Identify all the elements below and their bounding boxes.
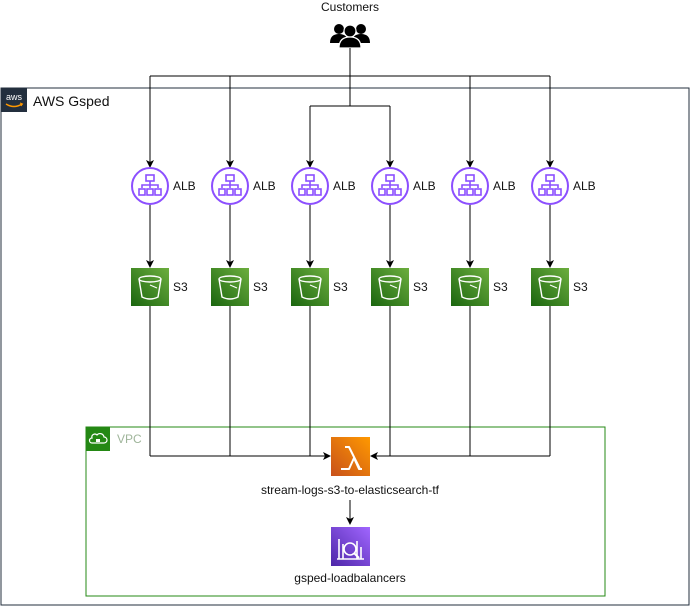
customers-label: Customers xyxy=(321,0,379,14)
s3-bucket-icon xyxy=(451,268,489,306)
s3-bucket-icon xyxy=(531,268,569,306)
s3-nodes: S3 S3 S3 S3 S3 S3 xyxy=(131,268,588,306)
s3-bucket-icon xyxy=(291,268,329,306)
elasticsearch-label: gsped-loadbalancers xyxy=(294,571,405,585)
s3-label: S3 xyxy=(173,280,188,294)
alb-node[interactable]: ALB xyxy=(371,167,436,205)
aws-group-label: AWS Gsped xyxy=(33,93,110,109)
load-balancer-icon xyxy=(131,167,169,205)
alb-label: ALB xyxy=(493,179,516,193)
alb-label: ALB xyxy=(333,179,356,193)
lambda-label: stream-logs-s3-to-elasticsearch-tf xyxy=(261,483,440,497)
vpc-group-border xyxy=(85,426,606,597)
alb-node[interactable]: ALB xyxy=(211,167,276,205)
alb-node[interactable]: ALB xyxy=(291,167,356,205)
alb-nodes: ALB ALB ALB ALB ALB ALB xyxy=(131,167,596,205)
s3-bucket-node[interactable]: S3 xyxy=(211,268,268,306)
alb-label: ALB xyxy=(173,179,196,193)
s3-bucket-node[interactable]: S3 xyxy=(531,268,588,306)
s3-label: S3 xyxy=(253,280,268,294)
aws-logo-text: aws xyxy=(6,92,23,102)
alb-label: ALB xyxy=(413,179,436,193)
vpc-group-label: VPC xyxy=(117,432,142,446)
lambda-icon xyxy=(331,437,370,476)
elasticsearch-service-icon xyxy=(331,527,370,566)
connectors xyxy=(146,48,554,525)
s3-bucket-node[interactable]: S3 xyxy=(291,268,348,306)
load-balancer-icon xyxy=(291,167,329,205)
load-balancer-icon xyxy=(531,167,569,205)
s3-bucket-icon xyxy=(371,268,409,306)
load-balancer-icon xyxy=(371,167,409,205)
s3-label: S3 xyxy=(493,280,508,294)
s3-bucket-icon xyxy=(131,268,169,306)
elasticsearch-node[interactable]: gsped-loadbalancers xyxy=(294,527,406,585)
s3-label: S3 xyxy=(413,280,428,294)
connector-customers-inner-bus xyxy=(310,76,390,107)
s3-label: S3 xyxy=(333,280,348,294)
vpc-cloud-lock-icon xyxy=(86,427,110,451)
aws-logo-icon: aws xyxy=(1,88,27,112)
alb-label: ALB xyxy=(573,179,596,193)
load-balancer-icon xyxy=(451,167,489,205)
users-group-icon xyxy=(330,24,370,49)
s3-bucket-node[interactable]: S3 xyxy=(371,268,428,306)
alb-label: ALB xyxy=(253,179,276,193)
s3-bucket-icon xyxy=(211,268,249,306)
s3-label: S3 xyxy=(573,280,588,294)
alb-node[interactable]: ALB xyxy=(531,167,596,205)
vpc-group: VPC xyxy=(85,426,606,597)
alb-node[interactable]: ALB xyxy=(451,167,516,205)
customers-node[interactable]: Customers xyxy=(321,0,379,49)
alb-node[interactable]: ALB xyxy=(131,167,196,205)
aws-group: aws AWS Gsped xyxy=(0,87,690,606)
load-balancer-icon xyxy=(211,167,249,205)
s3-bucket-node[interactable]: S3 xyxy=(451,268,508,306)
aws-group-border xyxy=(0,87,690,606)
lambda-node[interactable]: stream-logs-s3-to-elasticsearch-tf xyxy=(261,437,440,497)
s3-bucket-node[interactable]: S3 xyxy=(131,268,188,306)
